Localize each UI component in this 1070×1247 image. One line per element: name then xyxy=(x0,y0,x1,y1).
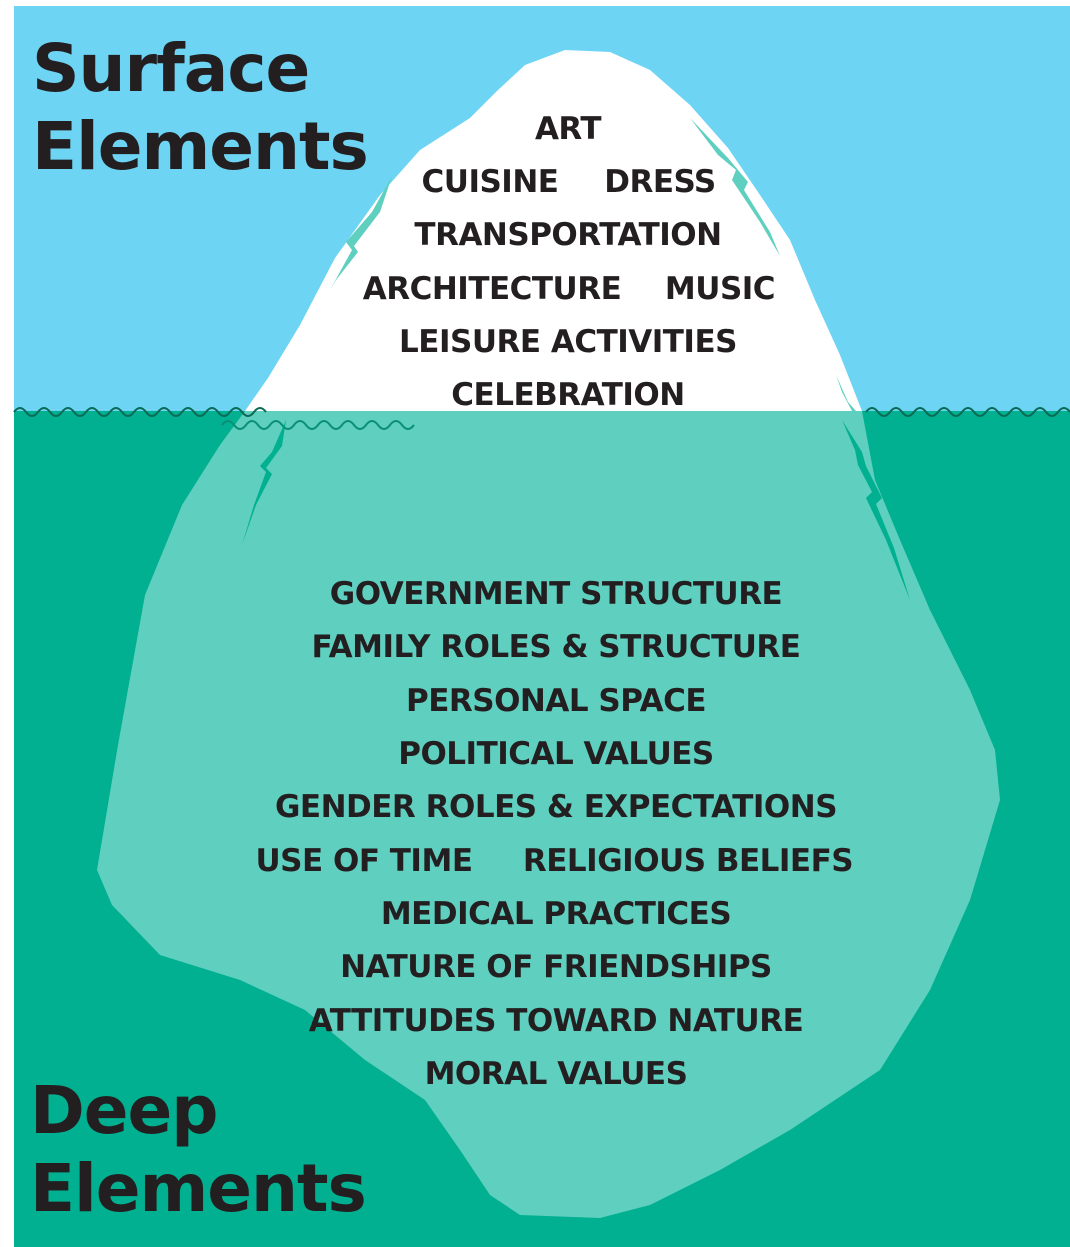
surface-item-cuisine: CUISINE xyxy=(422,164,559,200)
deep-item-personal-space: PERSONAL SPACE xyxy=(406,683,706,719)
deep-elements-title: Deep Elements xyxy=(30,1072,367,1228)
surface-title-line2: Elements xyxy=(32,108,369,185)
deep-item-time: USE OF TIME xyxy=(256,843,473,879)
deep-title-line2: Elements xyxy=(30,1150,367,1227)
crack-left-lower xyxy=(242,420,286,545)
surface-item-leisure: LEISURE ACTIVITIES xyxy=(399,324,737,360)
crack-right-lower xyxy=(842,420,910,600)
surface-item-celebration: CELEBRATION xyxy=(451,377,684,413)
deep-item-political: POLITICAL VALUES xyxy=(398,736,714,772)
surface-item-architecture: ARCHITECTURE xyxy=(363,271,622,307)
deep-item-moral: MORAL VALUES xyxy=(425,1056,688,1092)
deep-item-medical: MEDICAL PRACTICES xyxy=(381,896,731,932)
deep-item-friendships: NATURE OF FRIENDSHIPS xyxy=(340,949,772,985)
surface-item-dress: DRESS xyxy=(604,164,716,200)
deep-title-line1: Deep xyxy=(30,1072,219,1149)
deep-item-family: FAMILY ROLES & STRUCTURE xyxy=(312,629,801,665)
surface-title-line1: Surface xyxy=(32,30,310,107)
deep-item-gender: GENDER ROLES & EXPECTATIONS xyxy=(275,789,837,825)
wave-line-underwater xyxy=(221,420,415,430)
iceberg-submerged xyxy=(97,411,1000,1218)
surface-item-transportation: TRANSPORTATION xyxy=(414,217,721,253)
surface-item-art: ART xyxy=(535,111,601,147)
surface-item-music: MUSIC xyxy=(665,271,775,307)
deep-item-nature: ATTITUDES TOWARD NATURE xyxy=(309,1003,804,1039)
surface-elements-title: Surface Elements xyxy=(32,30,369,186)
wave-line-left xyxy=(13,407,267,417)
deep-item-government: GOVERNMENT STRUCTURE xyxy=(330,576,783,612)
wave-line-right xyxy=(865,407,1070,417)
crack-left-upper xyxy=(318,176,392,310)
deep-item-religious: RELIGIOUS BELIEFS xyxy=(523,843,853,879)
